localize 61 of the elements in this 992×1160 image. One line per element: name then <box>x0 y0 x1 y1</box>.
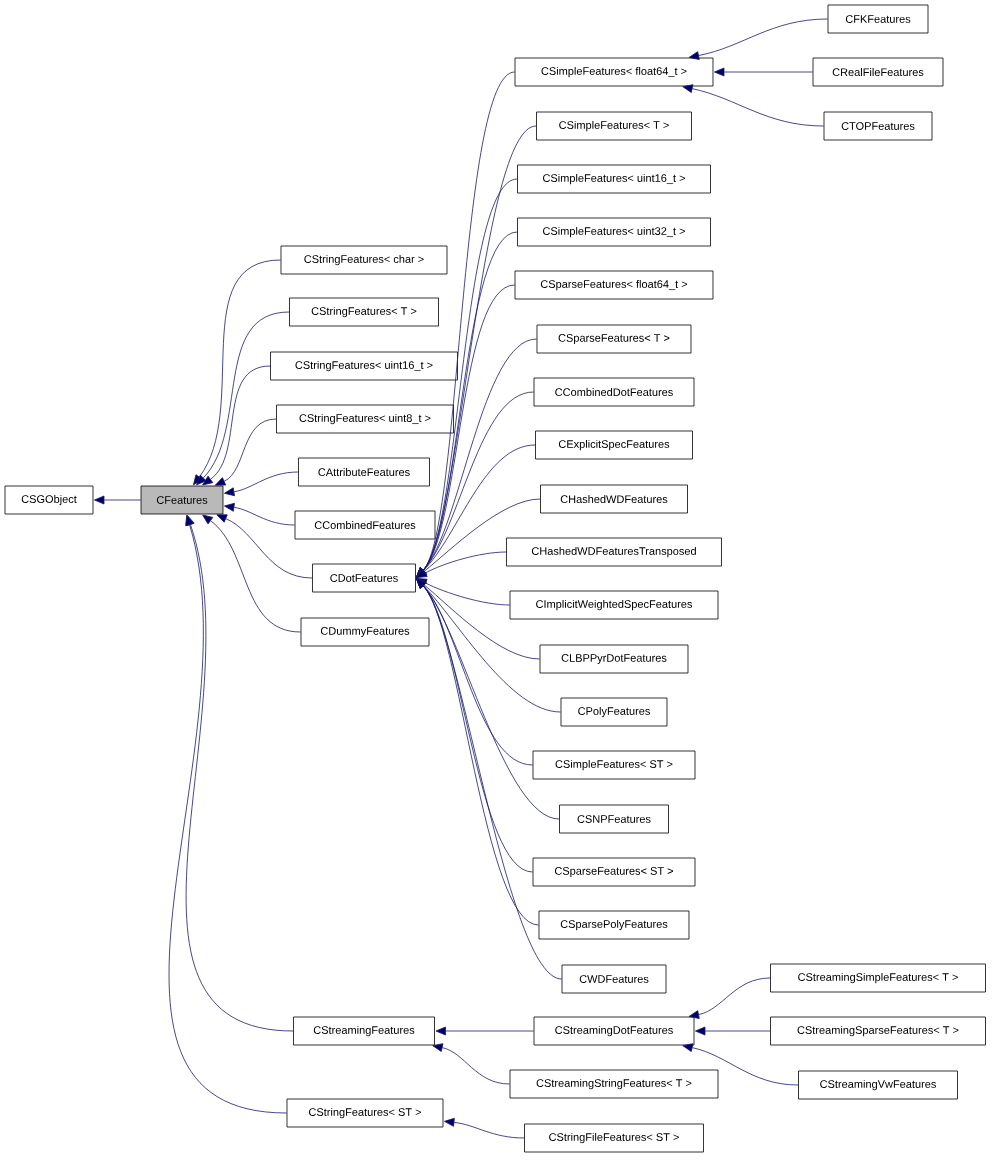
arrow <box>416 551 507 578</box>
class-box: CStreamingSparseFeatures< T > <box>770 1016 986 1046</box>
arrow <box>94 495 141 505</box>
arrow <box>202 514 301 633</box>
class-box: CStreamingSimpleFeatures< T > <box>770 963 986 993</box>
arrow <box>688 977 771 1019</box>
arrow <box>432 1043 510 1085</box>
class-box: CSparseFeatures< T > <box>536 324 692 354</box>
arrow <box>216 514 313 579</box>
class-box: CDotFeatures <box>312 563 416 593</box>
class-box: CStringFeatures< uint16_t > <box>270 351 458 381</box>
class-box: CDummyFeatures <box>300 617 430 647</box>
arrow <box>202 365 271 486</box>
class-box: CExplicitSpecFeatures <box>535 430 693 460</box>
arrow <box>416 578 562 980</box>
class-box: CFeatures <box>140 485 224 515</box>
class-box: CRealFileFeatures <box>812 57 944 87</box>
class-box: CAttributeFeatures <box>298 457 430 487</box>
arrow <box>682 84 824 127</box>
class-box: CStringFeatures< char > <box>280 245 448 275</box>
class-box: CSparseFeatures< ST > <box>532 857 696 887</box>
arrow <box>224 502 295 526</box>
class-box: CSNPFeatures <box>559 804 669 834</box>
class-box: CSimpleFeatures< T > <box>536 111 692 141</box>
class-box: CCombinedFeatures <box>294 510 436 540</box>
arrow <box>224 471 299 497</box>
class-box: CFKFeatures <box>827 4 929 34</box>
arrow <box>193 259 281 486</box>
class-box: CTOPFeatures <box>823 111 933 141</box>
class-box: CSparseFeatures< float64_t > <box>514 270 714 300</box>
class-box: CWDFeatures <box>561 964 667 994</box>
arrow <box>196 311 290 486</box>
class-box: CStreamingStringFeatures< T > <box>509 1069 719 1099</box>
class-box: CLBPPyrDotFeatures <box>539 644 689 674</box>
arrow <box>695 1026 771 1036</box>
class-box: CStreamingDotFeatures <box>533 1016 695 1046</box>
arrow <box>214 418 277 486</box>
class-box: CStringFeatures< ST > <box>286 1098 444 1128</box>
class-box: CSimpleFeatures< float64_t > <box>514 57 714 87</box>
arrow <box>185 515 294 1032</box>
arrow <box>168 515 287 1114</box>
class-box: CStringFileFeatures< ST > <box>524 1123 704 1153</box>
class-box: CStreamingVwFeatures <box>798 1070 958 1100</box>
class-box: CSimpleFeatures< uint32_t > <box>517 217 711 247</box>
arrow <box>435 1026 534 1036</box>
class-box: CCombinedDotFeatures <box>533 377 695 407</box>
arrow <box>714 67 813 77</box>
class-box: CSGObject <box>4 485 94 515</box>
class-box: CSimpleFeatures< uint16_t > <box>517 164 711 194</box>
class-box: CSimpleFeatures< ST > <box>532 750 696 780</box>
class-box: CSparsePolyFeatures <box>538 910 690 940</box>
class-box: CPolyFeatures <box>560 697 668 727</box>
arrow <box>688 18 828 60</box>
class-box: CStreamingFeatures <box>293 1016 435 1046</box>
class-box: CHashedWDFeaturesTransposed <box>506 537 722 567</box>
class-box: CStringFeatures< T > <box>289 297 439 327</box>
arrow <box>444 1117 525 1139</box>
arrow <box>682 1043 799 1086</box>
class-box: CStringFeatures< uint8_t > <box>276 404 454 434</box>
class-box: CHashedWDFeatures <box>540 484 688 514</box>
class-box: CImplicitWeightedSpecFeatures <box>509 590 719 620</box>
